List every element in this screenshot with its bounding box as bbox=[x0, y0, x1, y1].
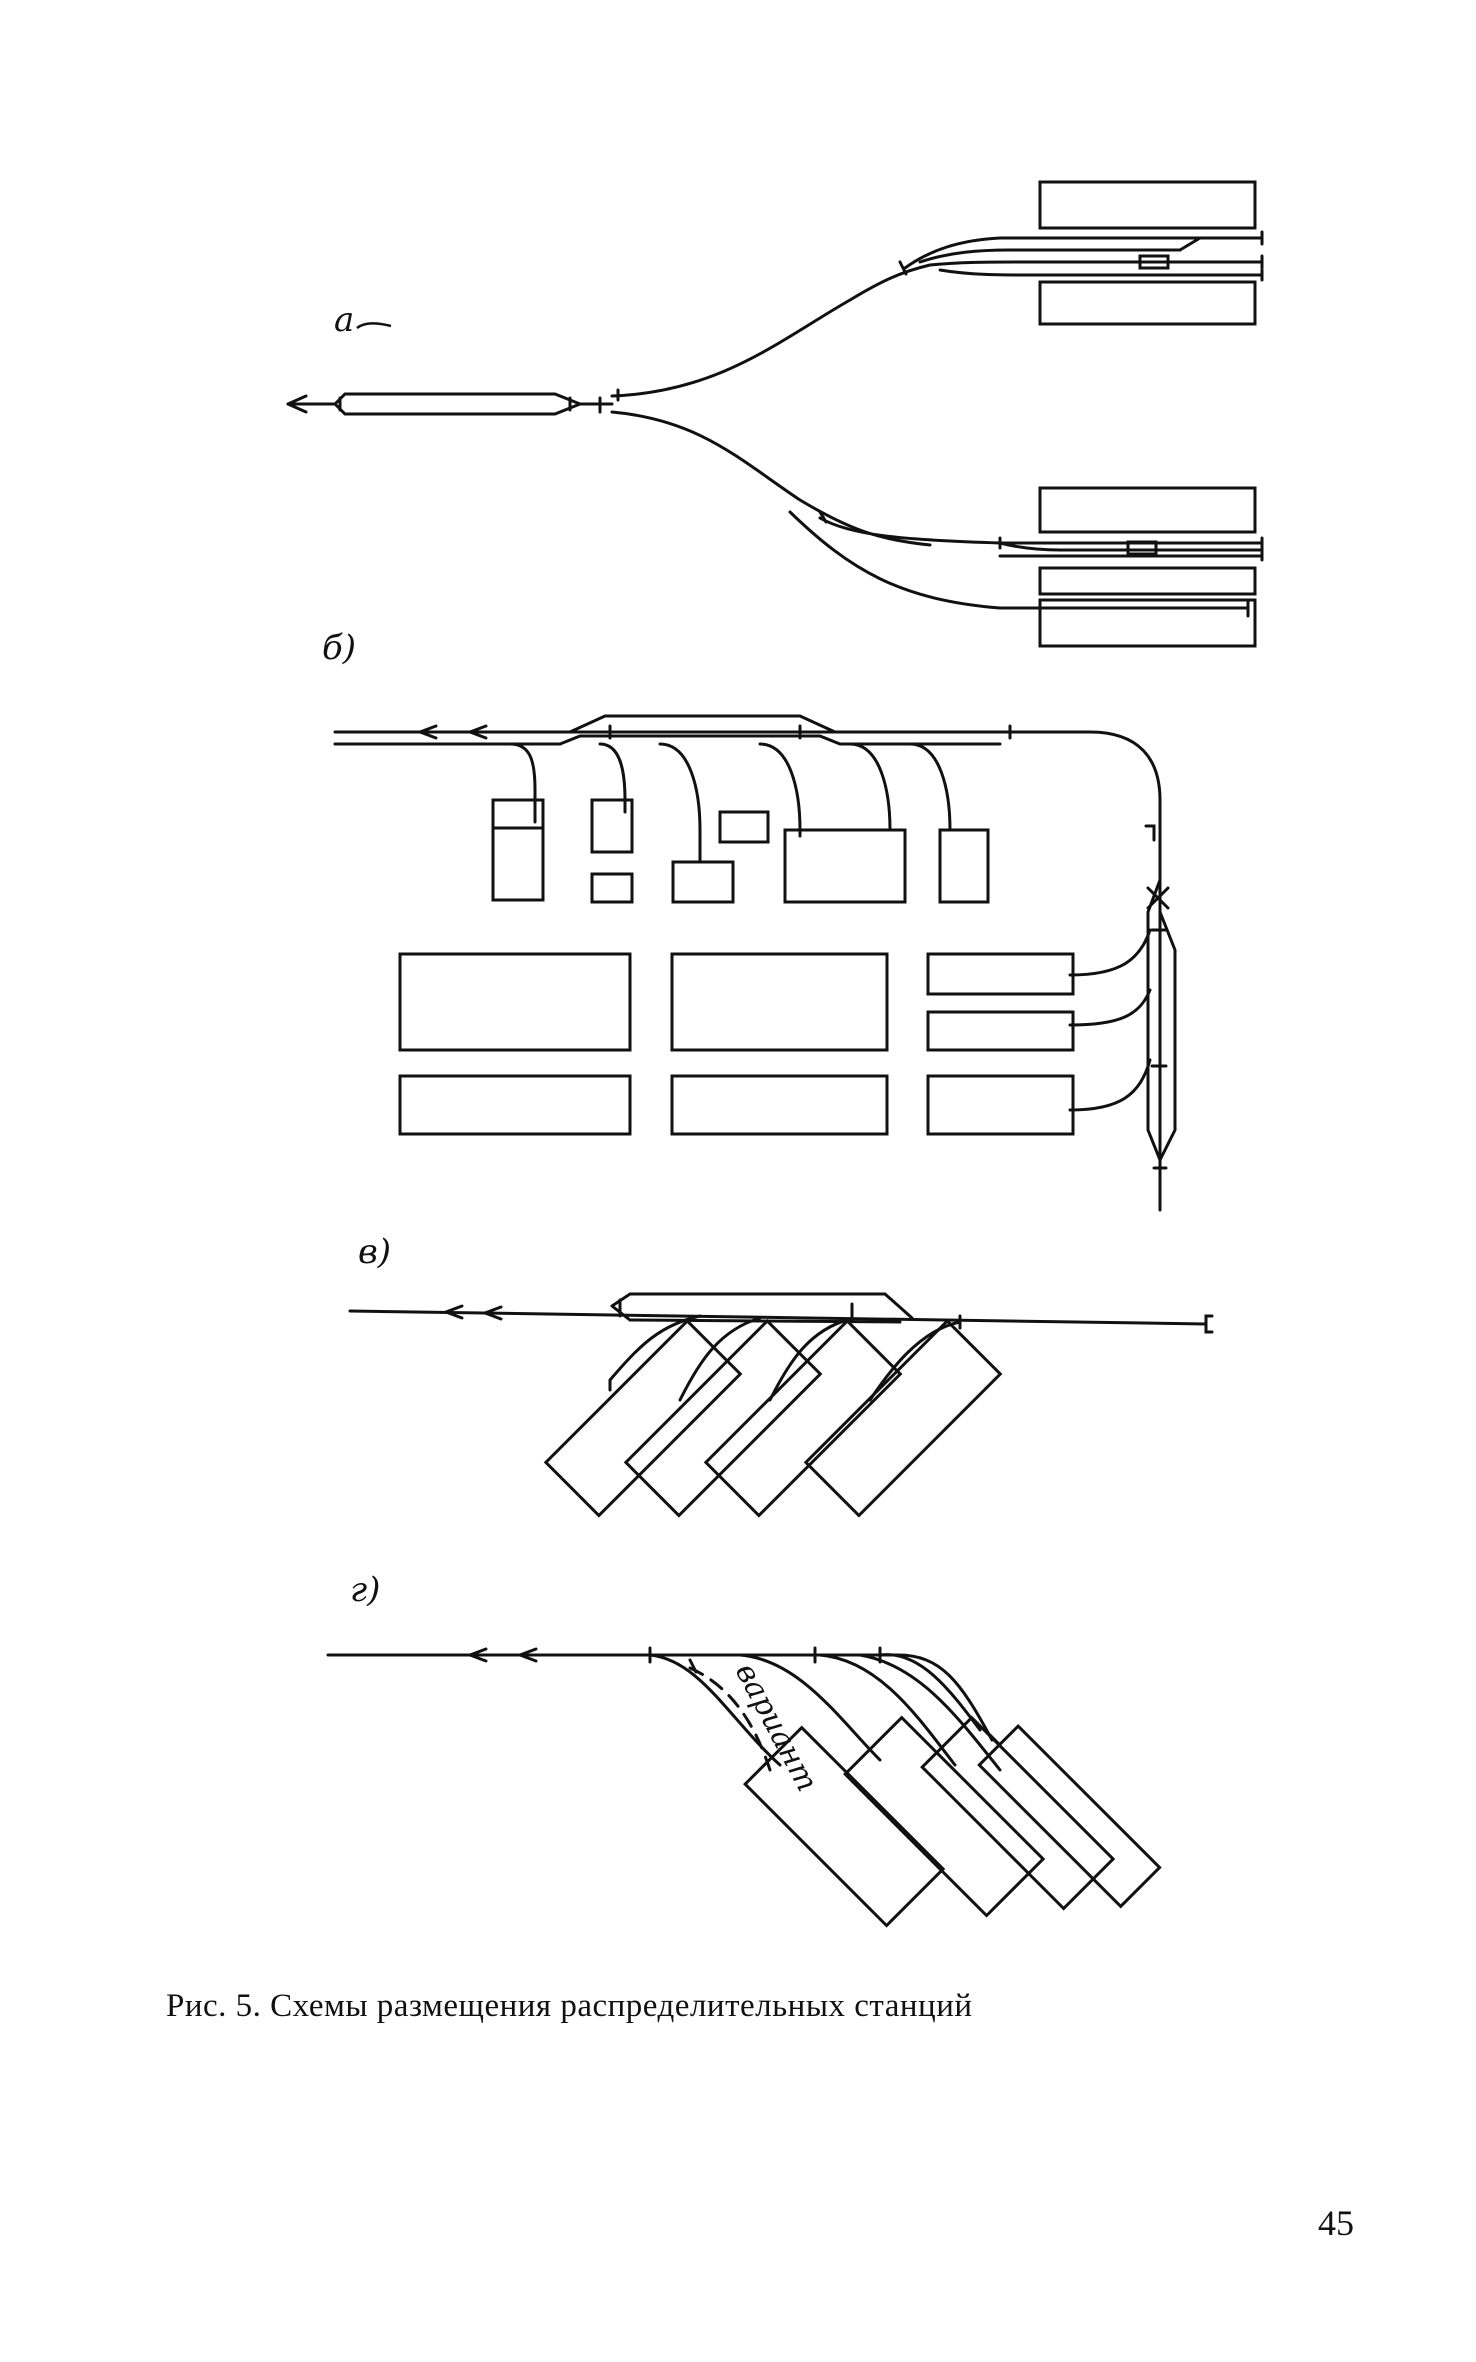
panel-a-upper-track-4 bbox=[938, 268, 1264, 277]
panel-v-branch-2 bbox=[678, 1316, 762, 1402]
panel-b-spur-1 bbox=[1068, 928, 1152, 977]
panel-v-warehouse-3 bbox=[703, 1318, 903, 1518]
panel-a-upper-building-2 bbox=[1038, 280, 1257, 326]
panel-v-main-line bbox=[348, 1309, 1208, 1326]
panel-a-lower-building-1 bbox=[1038, 486, 1257, 534]
panel-v-branch-4 bbox=[868, 1320, 962, 1402]
panel-a-upper-track-2 bbox=[918, 248, 1182, 264]
panel-b-branch-1 bbox=[508, 742, 537, 824]
panel-a-lower-track-2 bbox=[998, 541, 1264, 552]
panel-a-lower-branch bbox=[610, 410, 932, 547]
panel-b-branch-6 bbox=[908, 742, 952, 832]
panel-v-warehouse-4 bbox=[803, 1318, 1003, 1518]
panel-a-upper-crossover bbox=[1178, 236, 1202, 252]
panel-v-end-cap bbox=[1204, 1314, 1214, 1334]
panel-a-upper-branch bbox=[610, 263, 932, 398]
panel-a bbox=[286, 180, 1264, 648]
panel-a-lower-block bbox=[1126, 540, 1158, 556]
panel-b-upper-loop bbox=[568, 714, 837, 734]
panel-label-a-flourish bbox=[356, 322, 392, 330]
panel-b-branch-3 bbox=[658, 742, 702, 864]
panel-v-branch-3 bbox=[768, 1317, 852, 1402]
panel-b-switch-ticks bbox=[608, 724, 1168, 1170]
panel-b-spur-2 bbox=[1068, 988, 1152, 1027]
panel-g-warehouse-2 bbox=[843, 1715, 1046, 1918]
panel-b-arrow-left-icon bbox=[468, 724, 488, 740]
panel-a-loop bbox=[333, 392, 582, 416]
panel-g-switch-ticks bbox=[648, 1646, 1002, 1747]
panel-a-upper-track-3 bbox=[928, 260, 1264, 267]
panel-a-upper-block bbox=[1138, 254, 1170, 270]
panel-label-a: a bbox=[334, 300, 355, 340]
panel-b-building-1 bbox=[491, 798, 545, 902]
panel-g-main-line bbox=[326, 1653, 994, 1742]
panel-a-lower-long-branch bbox=[788, 510, 1250, 618]
panel-b-warehouse-3 bbox=[926, 952, 1075, 996]
panel-b-lower-loop bbox=[558, 734, 1002, 746]
panel-label-g: г) bbox=[350, 1570, 381, 1610]
panel-g-arrow-left-icon bbox=[518, 1647, 538, 1663]
panel-a-lower-track-1 bbox=[818, 516, 1264, 545]
panel-b-arrow-right-icon bbox=[418, 724, 438, 740]
panel-b-branch-4 bbox=[758, 742, 802, 838]
panel-b-building-5 bbox=[718, 810, 770, 844]
panel-b-warehouse-1 bbox=[398, 952, 632, 1052]
panel-g-branch-variant bbox=[688, 1666, 772, 1772]
panel-b-building-2 bbox=[590, 798, 634, 854]
panel-a-switch-ticks bbox=[338, 260, 1002, 550]
panel-label-v: в) bbox=[358, 1232, 392, 1272]
panel-b-warehouse-7 bbox=[926, 1074, 1075, 1136]
panel-v-warehouse-1 bbox=[543, 1318, 743, 1518]
page-number: 45 bbox=[1318, 2203, 1354, 2243]
panel-b-building-3 bbox=[590, 872, 634, 904]
panel-b-building-6 bbox=[783, 828, 907, 904]
panel-b-warehouse-6 bbox=[670, 1074, 889, 1136]
panel-b-spur-3 bbox=[1068, 1058, 1152, 1112]
panel-g-loop bbox=[878, 1653, 982, 1732]
panel-a-lower-building-2 bbox=[1038, 566, 1257, 596]
panel-b-warehouse-2 bbox=[670, 952, 889, 1052]
panel-v-switch-ticks bbox=[618, 1298, 962, 1330]
panel-b-warehouse-4 bbox=[926, 1010, 1075, 1052]
panel-g-warehouse-3 bbox=[920, 1715, 1116, 1911]
panel-b-branch-2 bbox=[598, 742, 627, 814]
panel-a-arrow-icon bbox=[286, 394, 308, 414]
panel-a-upper-track-1 bbox=[903, 236, 1264, 270]
panel-b-building-4 bbox=[671, 860, 735, 904]
panel-v-arrow-right-icon bbox=[444, 1304, 464, 1320]
panel-v-warehouse-2 bbox=[623, 1318, 823, 1518]
panel-g-branch-2 bbox=[738, 1653, 882, 1762]
panel-b bbox=[333, 714, 1177, 1212]
panel-v bbox=[348, 1292, 1214, 1518]
panel-g-warehouse-1 bbox=[743, 1725, 946, 1928]
panel-g: вариант bbox=[326, 1646, 1162, 1928]
panel-label-b: б) bbox=[322, 628, 357, 668]
panel-b-building-7 bbox=[938, 828, 990, 904]
panel-v-arrow-left-icon bbox=[483, 1305, 503, 1321]
panel-b-branch-5 bbox=[848, 742, 892, 832]
panel-g-arrow-right-icon bbox=[468, 1647, 488, 1663]
panel-a-upper-building-1 bbox=[1038, 180, 1257, 230]
panel-b-cross-icon bbox=[1146, 886, 1170, 910]
panel-b-main-line bbox=[333, 730, 1162, 1212]
panel-b-warehouse-5 bbox=[398, 1074, 632, 1136]
panel-a-lower-building-3 bbox=[1038, 598, 1257, 648]
panel-b-right-end-cap bbox=[1144, 824, 1156, 842]
figure-caption: Рис. 5. Схемы размещения распределительн… bbox=[166, 1988, 973, 2024]
